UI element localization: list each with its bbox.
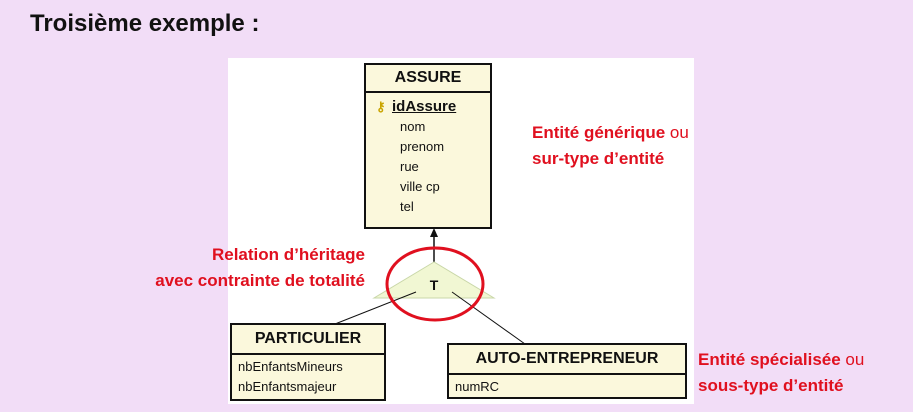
annotation-relation: Relation d’héritage avec contrainte de t…	[155, 242, 365, 294]
attribute-nom: nom	[400, 119, 426, 134]
link-to-auto	[451, 291, 526, 345]
annotation-generic-bold: Entité générique	[532, 123, 666, 142]
annotation-relation-line2: avec contrainte de totalité	[155, 271, 365, 290]
entity-particulier-title: PARTICULIER	[232, 325, 384, 355]
page-title: Troisième exemple :	[30, 10, 260, 37]
attribute-nbenfantsmineurs: nbEnfantsMineurs	[238, 359, 343, 374]
annotation-specialized-ou: ou	[840, 350, 865, 369]
attribute-nbenfantsmajeur: nbEnfantsmajeur	[238, 379, 337, 394]
annotation-relation-line1: Relation d’héritage	[211, 245, 365, 264]
entity-auto-title: AUTO-ENTREPRENEUR	[449, 345, 685, 375]
annotation-specialized: Entité spécialisée ou sous-type d’entité	[698, 347, 864, 399]
link-to-particulier	[334, 291, 417, 325]
entity-auto-entrepreneur: AUTO-ENTREPRENEUR numRC	[447, 343, 687, 399]
annotation-generic: Entité générique ou sur-type d’entité	[532, 120, 689, 172]
primary-key-attribute: ⚷idAssure	[376, 98, 457, 115]
arrow-head-icon	[430, 228, 438, 237]
entity-particulier: PARTICULIER nbEnfantsMineurs nbEnfantsma…	[230, 323, 386, 401]
attribute-rue: rue	[400, 159, 419, 174]
entity-assure: ASSURE ⚷idAssure nom prenom rue ville cp…	[364, 63, 492, 229]
annotation-generic-ou: ou	[665, 123, 689, 142]
entity-assure-title: ASSURE	[366, 65, 490, 93]
inheritance-symbol: T	[430, 277, 439, 293]
attribute-ville-cp: ville cp	[400, 179, 440, 194]
key-icon: ⚷	[376, 99, 386, 114]
inheritance-triangle	[372, 261, 496, 299]
attribute-numrc: numRC	[455, 379, 500, 394]
annotation-generic-line2: sur-type d’entité	[532, 149, 665, 168]
annotation-specialized-line2: sous-type d’entité	[698, 376, 844, 395]
annotation-specialized-bold: Entité spécialisée	[698, 350, 841, 369]
highlight-circle	[385, 246, 485, 322]
attribute-tel: tel	[400, 199, 414, 214]
attribute-prenom: prenom	[400, 139, 445, 154]
